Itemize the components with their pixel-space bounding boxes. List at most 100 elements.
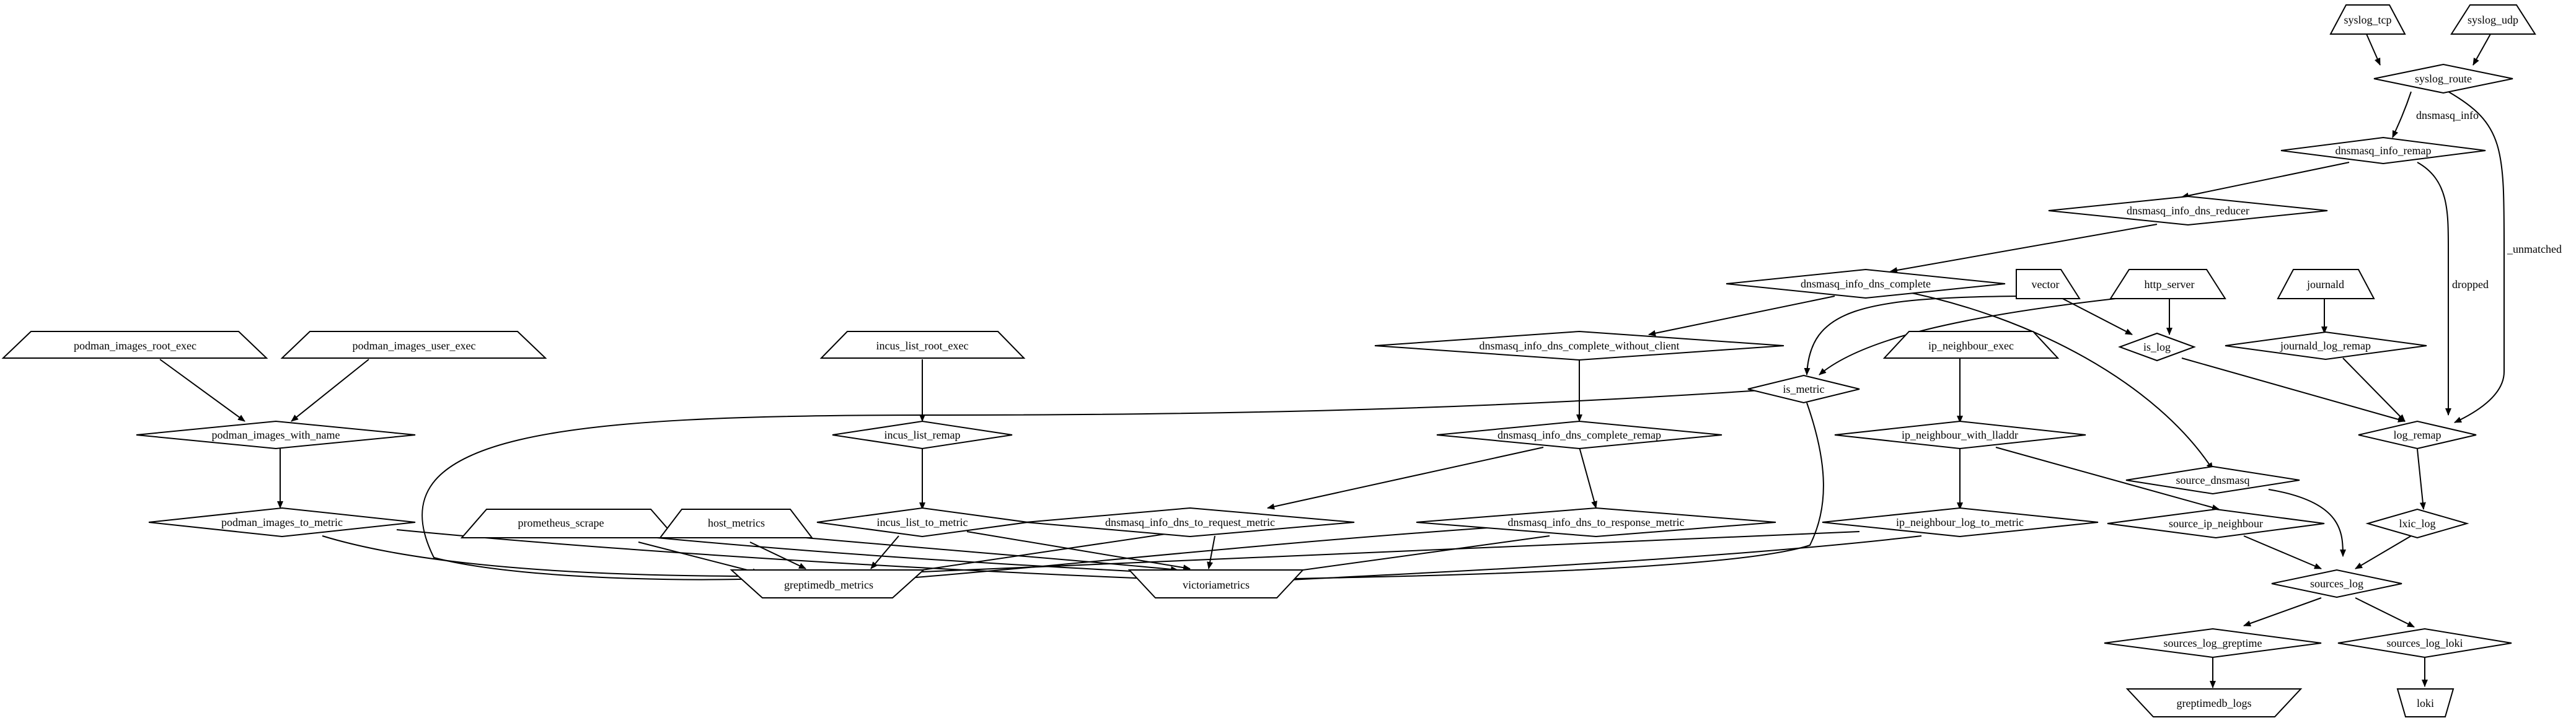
node-label: source_ip_neighbour xyxy=(2169,517,2263,530)
edge-log-remap-to-lxic-log xyxy=(2417,449,2426,510)
node-incus-list-remap[interactable]: incus_list_remap xyxy=(832,420,1013,450)
node-ip-neighbour-with-lladdr[interactable]: ip_neighbour_with_lladdr xyxy=(1834,420,2086,450)
node-source-dnsmasq[interactable]: source_dnsmasq xyxy=(2125,465,2300,495)
node-prometheus-scrape[interactable]: prometheus_scrape xyxy=(460,509,677,538)
node-label: prometheus_scrape xyxy=(518,517,604,529)
edge-journald-remap-to-log-remap xyxy=(2342,357,2406,422)
node-ip-neighbour-log-to-metric[interactable]: ip_neighbour_log_to_metric xyxy=(1822,507,2099,538)
node-podman-images-root-exec[interactable]: podman_images_root_exec xyxy=(1,331,268,359)
edge-complete-remap-to-request-metric xyxy=(1267,447,1544,510)
node-dnsmasq-info-remap[interactable]: dnsmasq_info_remap xyxy=(2280,136,2486,165)
edge-with-lladdr-to-source-ip-neighbour xyxy=(1995,447,2220,510)
node-greptimedb-logs[interactable]: greptimedb_logs xyxy=(2125,688,2303,717)
edge-source-ip-neighbour-to-sources-log xyxy=(2243,535,2322,569)
edge-podman-user-to-with-name xyxy=(291,359,369,422)
node-podman-images-with-name[interactable]: podman_images_with_name xyxy=(136,420,416,450)
edge-is-metric-to-victoriametrics xyxy=(1264,402,1824,582)
edge-podman-root-to-with-name xyxy=(159,359,245,422)
node-victoriametrics[interactable]: victoriametrics xyxy=(1127,569,1305,598)
node-label: ip_neighbour_exec xyxy=(1928,340,2014,352)
node-journald-log-remap[interactable]: journald_log_remap xyxy=(2225,331,2427,361)
node-vector[interactable]: vector xyxy=(2016,269,2081,299)
edge-complete-to-without-client xyxy=(1648,296,1835,336)
node-label: incus_list_remap xyxy=(884,429,961,441)
node-greptimedb-metrics[interactable]: greptimedb_metrics xyxy=(730,569,925,598)
node-label: log_remap xyxy=(2394,429,2441,441)
edge-incus-metric-to-victoriametrics xyxy=(966,531,1191,571)
node-incus-list-to-metric[interactable]: incus_list_to_metric xyxy=(816,507,1028,538)
node-syslog-tcp[interactable]: syslog_tcp xyxy=(2329,4,2406,35)
node-label: is_metric xyxy=(1783,383,1825,395)
node-label: syslog_tcp xyxy=(2344,14,2391,26)
node-label: http_server xyxy=(2145,278,2195,291)
node-source-ip-neighbour[interactable]: source_ip_neighbour xyxy=(2107,508,2325,539)
node-loki[interactable]: loki xyxy=(2396,688,2455,717)
node-label: podman_images_user_exec xyxy=(353,340,476,352)
edge-is-log-to-log-remap xyxy=(2181,357,2406,423)
edge-http-server-to-is-metric xyxy=(1819,296,2139,375)
node-label: ip_neighbour_log_to_metric xyxy=(1896,516,2024,528)
node-journald[interactable]: journald xyxy=(2277,269,2375,299)
node-label: incus_list_root_exec xyxy=(876,340,969,352)
edge-vector-to-is-metric xyxy=(1804,296,2021,375)
node-sources-log-greptime[interactable]: sources_log_greptime xyxy=(2104,628,2322,659)
edge-source-dnsmasq-to-sources-log xyxy=(2268,489,2346,557)
node-host-metrics[interactable]: host_metrics xyxy=(658,509,814,538)
node-label: sources_log_greptime xyxy=(2164,637,2262,649)
node-label: podman_images_root_exec xyxy=(74,340,196,352)
edge-lxic-log-to-sources-log xyxy=(2355,535,2412,569)
node-label: dnsmasq_info_dns_to_request_metric xyxy=(1105,516,1275,528)
edge-vector-to-is-log xyxy=(2057,296,2133,335)
node-label: host_metrics xyxy=(708,517,765,529)
node-ip-neighbour-exec[interactable]: ip_neighbour_exec xyxy=(1882,331,2060,359)
edge-dnsmasq-remap-to-reducer xyxy=(2181,162,2350,199)
node-label: source_dnsmasq xyxy=(2176,474,2250,486)
edge-prometheus-to-greptimedb-metrics xyxy=(638,541,760,575)
edge-complete-to-source-dnsmasq xyxy=(1896,289,2213,470)
node-sources-log-loki[interactable]: sources_log_loki xyxy=(2337,628,2512,659)
node-label: is_log xyxy=(2143,341,2171,353)
node-is-log[interactable]: is_log xyxy=(2118,332,2196,362)
node-label: victoriametrics xyxy=(1183,579,1250,591)
edge-route-to-log-remap-unmatched xyxy=(2448,91,2505,423)
node-syslog-udp[interactable]: syslog_udp xyxy=(2450,4,2536,35)
edge-label-dnsmasq-info: dnsmasq_info xyxy=(2416,109,2479,121)
node-label: sources_log_loki xyxy=(2387,637,2463,649)
edge-route-to-dnsmasq-info-remap xyxy=(2392,91,2412,138)
node-http-server[interactable]: http_server xyxy=(2109,269,2226,299)
node-syslog-route[interactable]: syslog_route xyxy=(2373,63,2513,94)
node-log-remap[interactable]: log_remap xyxy=(2358,420,2477,450)
edge-response-metric-to-victoriametrics xyxy=(1258,535,1550,579)
node-dnsmasq-info-dns-reducer[interactable]: dnsmasq_info_dns_reducer xyxy=(2048,195,2328,226)
edge-response-metric-to-greptimedb-metrics xyxy=(892,527,1488,582)
edge-sources-log-to-greptime xyxy=(2243,597,2322,626)
node-label: syslog_route xyxy=(2415,72,2472,85)
node-podman-images-user-exec[interactable]: podman_images_user_exec xyxy=(280,331,547,359)
node-dnsmasq-info-dns-to-response-metric[interactable]: dnsmasq_info_dns_to_response_metric xyxy=(1416,507,1776,538)
edge-ip-log-to-metric-to-victoriametrics xyxy=(1264,535,1922,584)
edge-dnsmasq-remap-to-log-remap-dropped xyxy=(2417,162,2451,416)
node-label: dnsmasq_info_dns_reducer xyxy=(2127,204,2249,217)
edge-label-unmatched: _unmatched xyxy=(2507,243,2562,255)
node-is-metric[interactable]: is_metric xyxy=(1747,374,1860,404)
edge-label-dropped: dropped xyxy=(2452,278,2489,291)
node-label: dnsmasq_info_dns_to_response_metric xyxy=(1508,516,1685,528)
node-label: lxic_log xyxy=(2399,517,2436,530)
edge-podman-metric-to-greptimedb-metrics xyxy=(322,535,757,579)
node-dnsmasq-info-dns-complete-remap[interactable]: dnsmasq_info_dns_complete_remap xyxy=(1436,420,1722,450)
edge-request-metric-to-victoriametrics xyxy=(1207,535,1215,569)
node-label: vector xyxy=(2032,278,2060,291)
node-dnsmasq-info-dns-to-request-metric[interactable]: dnsmasq_info_dns_to_request_metric xyxy=(1025,507,1355,538)
node-incus-list-root-exec[interactable]: incus_list_root_exec xyxy=(819,331,1026,359)
node-label: podman_images_with_name xyxy=(212,429,340,441)
node-sources-log[interactable]: sources_log xyxy=(2271,569,2402,598)
node-label: syslog_udp xyxy=(2468,14,2518,26)
node-dnsmasq-info-dns-complete-without-client[interactable]: dnsmasq_info_dns_complete_without_client xyxy=(1374,330,1784,361)
node-label: ip_neighbour_with_lladdr xyxy=(1902,429,2018,441)
node-podman-images-to-metric[interactable]: podman_images_to_metric xyxy=(148,507,416,538)
node-label: incus_list_to_metric xyxy=(877,516,968,528)
edge-incus-metric-to-greptimedb-metrics xyxy=(870,535,899,569)
node-label: podman_images_to_metric xyxy=(221,516,343,528)
node-lxic-log[interactable]: lxic_log xyxy=(2365,508,2469,539)
node-dnsmasq-info-dns-complete[interactable]: dnsmasq_info_dns_complete xyxy=(1726,268,2006,299)
